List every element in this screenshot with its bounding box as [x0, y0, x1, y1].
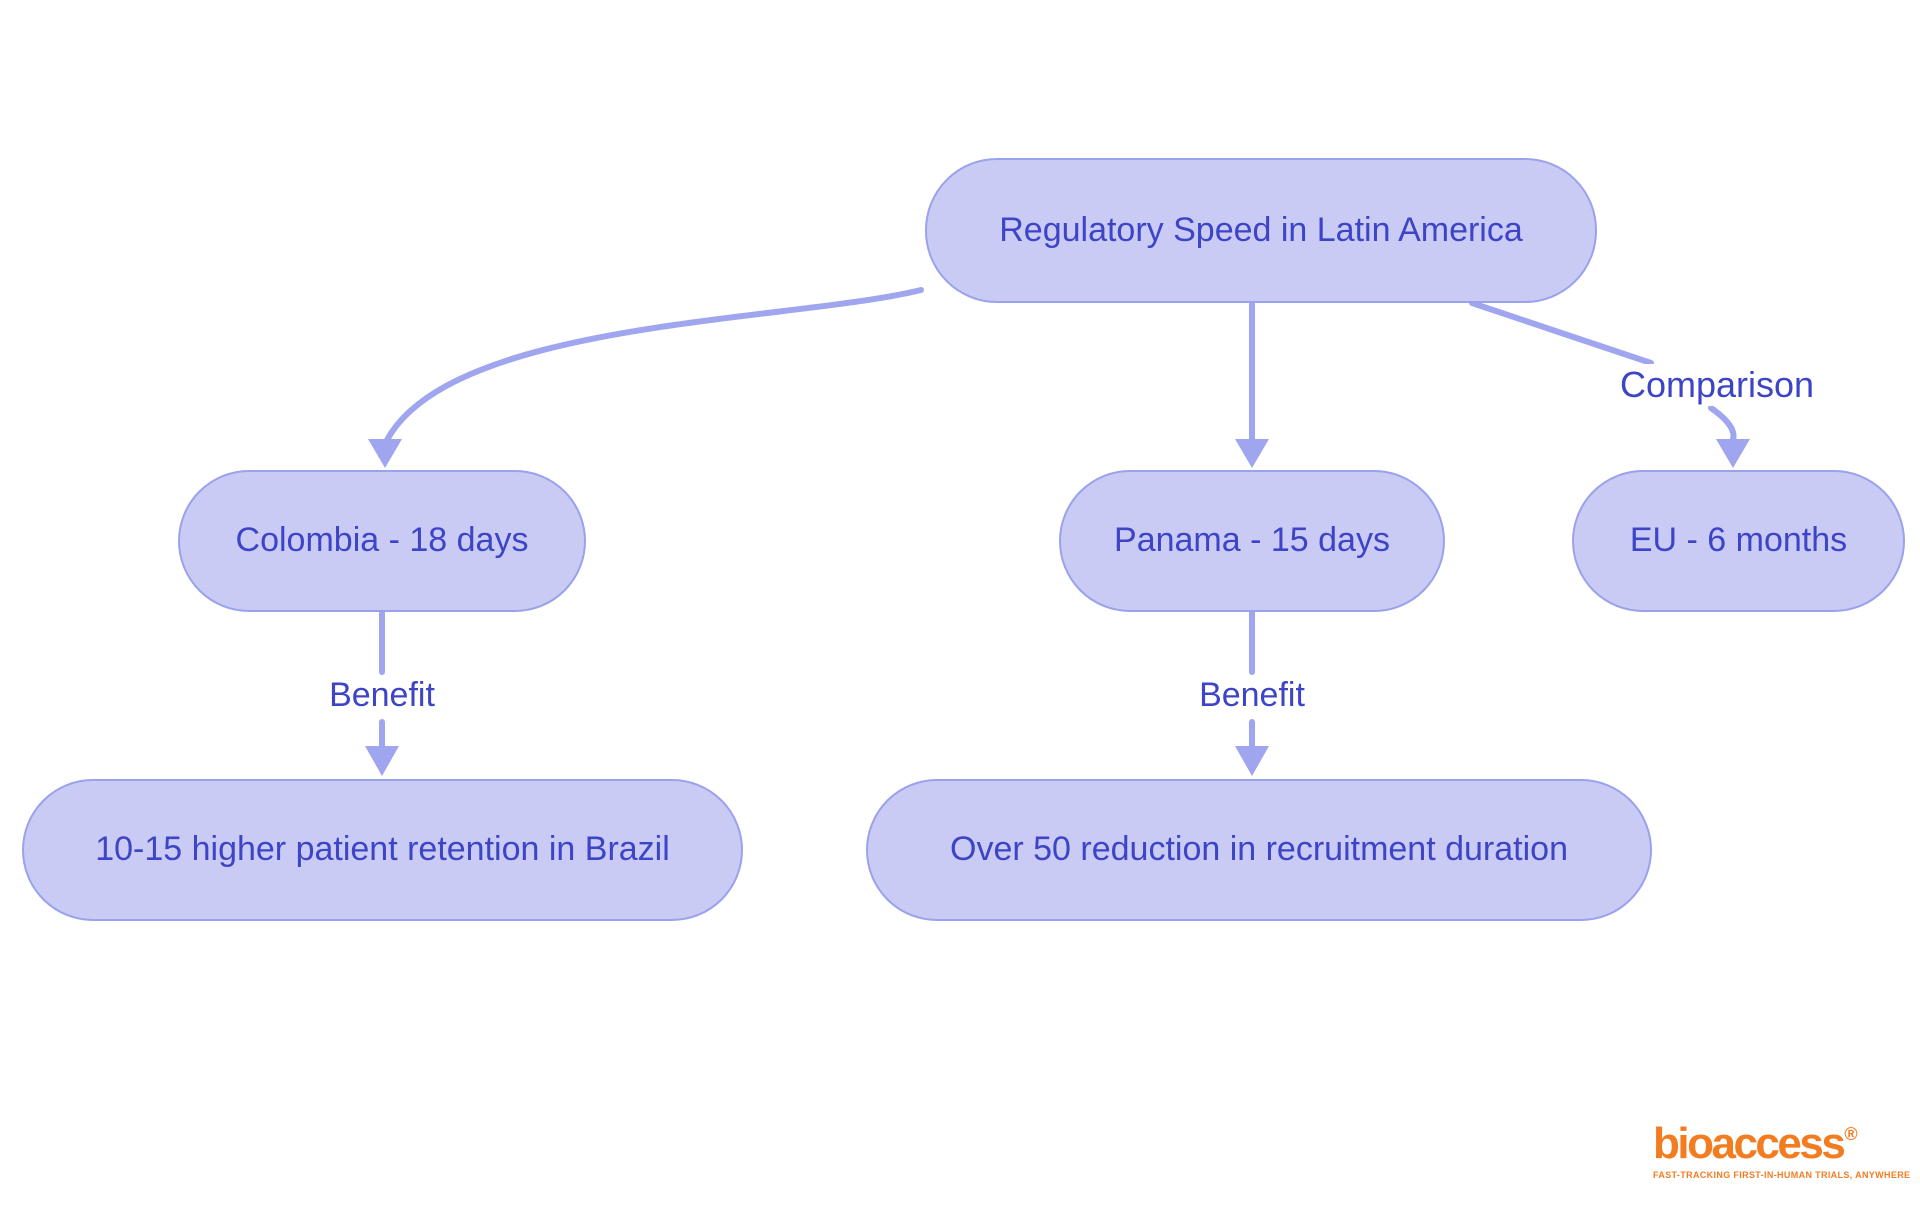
edge-label-benefit-panama: Benefit — [1152, 676, 1352, 715]
node-eu: EU - 6 months — [1572, 470, 1905, 612]
node-recruitment-benefit: Over 50 reduction in recruitment duratio… — [866, 779, 1652, 921]
node-colombia-label: Colombia - 18 days — [235, 521, 529, 560]
edge-root-to-comparison-label — [1469, 300, 1654, 366]
node-regulatory-speed: Regulatory Speed in Latin America — [925, 158, 1597, 303]
arrowhead-eu — [1716, 439, 1750, 468]
node-colombia: Colombia - 18 days — [178, 470, 586, 612]
node-recruitment-benefit-label: Over 50 reduction in recruitment duratio… — [950, 830, 1568, 869]
bioaccess-tagline: FAST-TRACKING FIRST-IN-HUMAN TRIALS, ANY… — [1653, 1170, 1911, 1180]
bioaccess-wordmark: bioaccess® — [1653, 1122, 1883, 1166]
node-panama: Panama - 15 days — [1059, 470, 1445, 612]
bioaccess-wordmark-text: bioaccess — [1653, 1119, 1846, 1168]
node-regulatory-speed-label: Regulatory Speed in Latin America — [999, 210, 1523, 249]
node-panama-label: Panama - 15 days — [1114, 521, 1390, 560]
edge-comparison-label-to-eu — [1708, 405, 1737, 443]
edge-root-to-colombia — [384, 287, 924, 443]
arrowhead-brazil — [365, 746, 399, 776]
edge-label-comparison: Comparison — [1597, 364, 1837, 406]
node-eu-label: EU - 6 months — [1629, 521, 1848, 560]
arrowhead-colombia — [368, 439, 402, 468]
arrowhead-panama — [1235, 439, 1269, 468]
node-brazil-benefit: 10-15 higher patient retention in Brazil — [22, 779, 743, 921]
edge-label-benefit-colombia: Benefit — [282, 676, 482, 715]
bioaccess-logo: bioaccess® FAST-TRACKING FIRST-IN-HUMAN … — [1653, 1122, 1911, 1181]
node-brazil-benefit-label: 10-15 higher patient retention in Brazil — [95, 830, 670, 869]
registered-trademark-symbol: ® — [1844, 1124, 1858, 1144]
arrowhead-recruitment — [1235, 746, 1269, 776]
